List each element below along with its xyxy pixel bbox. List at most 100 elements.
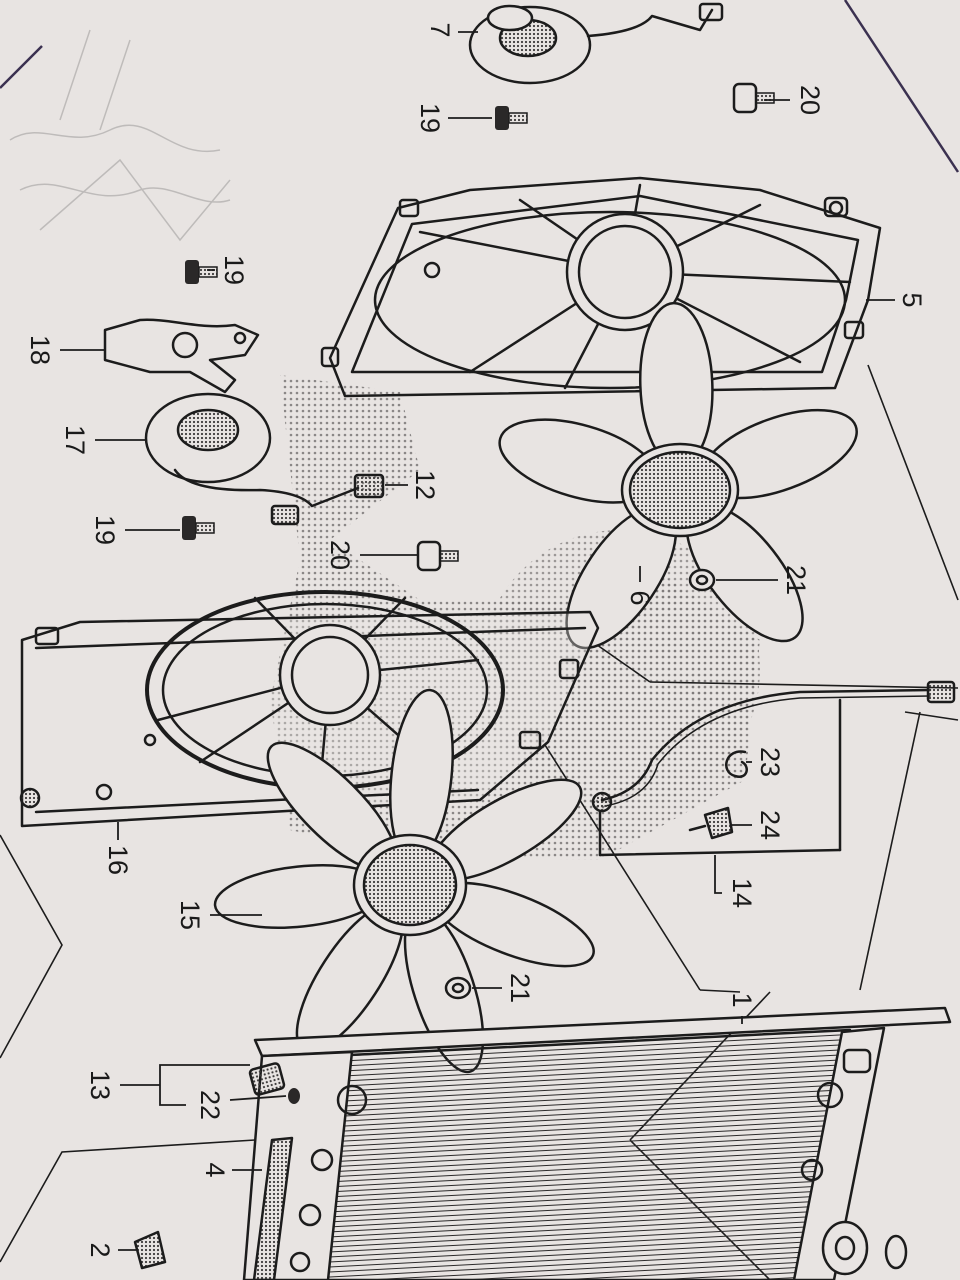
shroud-frame — [328, 176, 882, 398]
bolt-shank — [198, 266, 218, 278]
callout-label: 21 — [781, 565, 811, 595]
outline-line — [859, 711, 921, 991]
leader-line — [229, 1095, 287, 1101]
bolt — [495, 106, 528, 130]
fan-shroud-lower — [19, 590, 600, 828]
callout-label: 14 — [727, 878, 757, 908]
wire-connector — [698, 2, 724, 22]
bolt — [185, 260, 218, 284]
callout-label: 16 — [103, 845, 133, 875]
page-edge — [0, 0, 960, 173]
callout-label: 19 — [90, 515, 120, 545]
bolt — [182, 516, 215, 540]
callout-label: 21 — [505, 973, 535, 1003]
callout-label: 7 — [425, 22, 455, 37]
callout-label: 19 — [219, 255, 249, 285]
tank-boss — [336, 1084, 368, 1116]
fan-hub-core — [362, 843, 458, 927]
shroud-hub-inner — [577, 224, 673, 320]
callout-label: 18 — [25, 335, 55, 365]
callout-label: 2 — [85, 1242, 115, 1257]
radiator — [242, 1006, 952, 1280]
outline-line — [867, 364, 959, 601]
plug-body — [288, 1088, 300, 1104]
page-edge-line — [843, 0, 960, 173]
leader-line — [714, 855, 722, 894]
radiator-core — [318, 1028, 852, 1280]
ghost-print — [9, 29, 231, 242]
nut-hole — [695, 574, 709, 586]
clip-pin — [688, 824, 707, 832]
bolt-shank — [755, 92, 775, 104]
outline-line — [0, 1139, 256, 1263]
clip-body — [703, 806, 734, 840]
bolt-head — [182, 516, 196, 540]
leader-bracket — [159, 1064, 250, 1106]
nut-body — [688, 568, 716, 592]
bracket-hole — [233, 331, 247, 345]
outline-line — [589, 639, 651, 683]
bracket-hole — [171, 331, 199, 359]
callout-label: 24 — [755, 810, 785, 840]
shroud-bowl — [373, 210, 847, 390]
cooling-fan-upper — [498, 301, 858, 650]
tank-boss — [816, 1081, 844, 1109]
bolt-head — [185, 260, 199, 284]
shroud-mount-hole — [143, 733, 157, 747]
shroud-mount-tab — [34, 626, 60, 646]
wire-connector — [270, 504, 300, 526]
nut — [444, 976, 472, 1000]
harness-connector — [926, 680, 956, 704]
nut-body — [444, 976, 472, 1000]
callout-label: 19 — [415, 103, 445, 133]
callout-label: 20 — [795, 85, 825, 115]
bolt-shank — [439, 550, 459, 562]
shroud-mount-tab — [320, 346, 340, 368]
outline-line — [649, 681, 959, 689]
connector-body — [248, 1062, 286, 1096]
wire-harness — [591, 680, 956, 857]
fan-motor-lower — [144, 392, 360, 526]
bolt-head — [732, 82, 758, 114]
callout-label: 13 — [85, 1070, 115, 1100]
motor-core — [176, 408, 240, 452]
radiator-cushion — [821, 1220, 869, 1276]
radiator-grommet — [884, 1234, 908, 1270]
outline-chevron — [0, 834, 63, 1059]
callout-label: 17 — [60, 425, 90, 455]
callout-labels: 7 19 20 5 19 18 17 12 19 20 6 21 16 23 2… — [25, 22, 927, 1257]
bolt-shank — [508, 112, 528, 124]
callout-label: 1 — [727, 992, 757, 1007]
ghost-line — [59, 29, 131, 131]
callout-label: 6 — [625, 590, 655, 605]
ghost-line — [19, 183, 231, 203]
shroud-mount-tab — [558, 658, 580, 680]
connector-body — [353, 473, 385, 499]
tank-boss — [800, 1158, 824, 1182]
shroud-mount-tab — [398, 198, 420, 218]
tank-boss — [310, 1148, 334, 1172]
bolt — [732, 82, 775, 114]
motor-wire — [586, 8, 714, 38]
fan-motor-upper — [468, 2, 724, 85]
callout-label: 15 — [175, 900, 205, 930]
callout-label: 12 — [410, 470, 440, 500]
shroud-hub-inner — [290, 635, 370, 715]
clip-body — [725, 750, 748, 778]
page-edge-line — [0, 45, 43, 89]
ghost-line — [9, 124, 221, 153]
callout-label: 5 — [897, 292, 927, 307]
tank-boss — [289, 1251, 311, 1273]
nut — [688, 568, 716, 592]
motor-bracket — [103, 318, 260, 394]
callout-label: 4 — [200, 1162, 230, 1177]
harness-wire — [604, 695, 931, 807]
tank-boss — [298, 1203, 322, 1227]
nut-hole — [451, 982, 465, 994]
strip-body — [252, 1136, 294, 1280]
harness-clip — [688, 806, 734, 840]
cooling-fan-lower — [213, 688, 595, 1074]
radiator-cushion-hole — [834, 1235, 856, 1261]
